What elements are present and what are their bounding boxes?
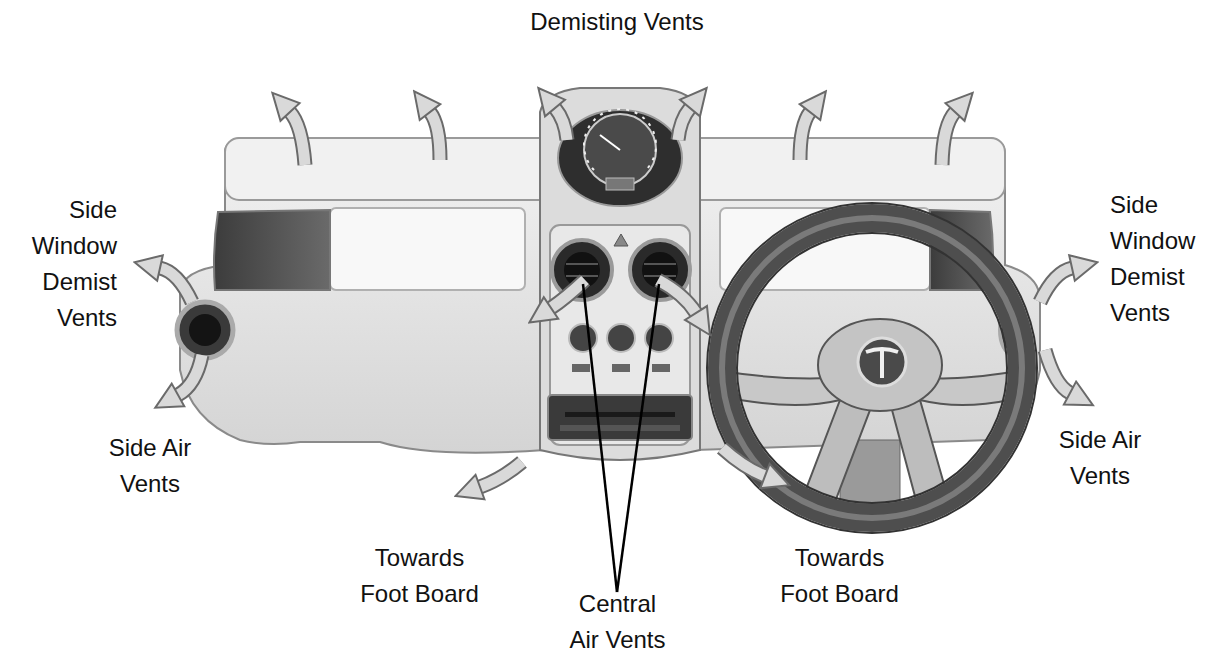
button [612, 364, 630, 372]
steering-wheel-highlight [722, 218, 1022, 518]
side-vent-inner [189, 314, 221, 346]
arrow-outline [290, 112, 305, 165]
gauge-needle [600, 135, 620, 150]
glove-box [214, 210, 330, 290]
vent-slat [566, 275, 598, 277]
arrow-outline [430, 112, 440, 160]
foot-arrow [722, 448, 765, 476]
radio-buttons [560, 425, 680, 431]
hazard-switch [614, 234, 628, 246]
vent-label: Side Window Demist Vents [1110, 187, 1215, 331]
vent-label: Side Window Demist Vents [17, 192, 117, 336]
arrow-outline [551, 280, 585, 308]
vent-label: Central Air Vents [565, 586, 670, 658]
arrow-outline [800, 112, 810, 160]
demist-arrow [290, 112, 305, 165]
wheel-hub [818, 319, 942, 411]
arrow-outline [555, 108, 567, 140]
side-air-arrow [1045, 350, 1070, 393]
steering-wheel-rim [722, 218, 1022, 518]
central-air-arrow [551, 280, 585, 308]
vent-label: Demisting Vents [467, 4, 767, 40]
button [572, 364, 590, 372]
vent-label: Towards Foot Board [357, 540, 482, 612]
vent-label: Side Air Vents [100, 430, 200, 502]
arrow-outline [1045, 350, 1070, 393]
brand-logo [858, 338, 906, 386]
side-demist-arrow [160, 268, 192, 302]
steering-wheel-edge [707, 203, 1037, 533]
arrow-outline [722, 448, 765, 476]
arrow-outline [1040, 268, 1072, 302]
side-air-arrow [178, 355, 202, 395]
center-console [550, 225, 690, 445]
central-air-arrow [658, 280, 696, 313]
demist-arrow [430, 112, 440, 160]
arrow-outline [480, 462, 522, 487]
vent-slat [566, 263, 598, 265]
radio-unit [548, 395, 692, 440]
speedometer [584, 114, 656, 186]
brand-logo-mark [866, 349, 898, 378]
demist-arrow [678, 108, 690, 140]
side-demist-arrow [1040, 268, 1072, 302]
arrow-outline [658, 280, 696, 313]
arrow-outline [178, 355, 202, 395]
dash-recess [330, 208, 525, 290]
leader-line [617, 284, 659, 592]
foot-arrow [480, 462, 522, 487]
arrow-outline [942, 112, 955, 165]
radio-slot [565, 412, 675, 417]
steering-wheel-edge [737, 233, 1007, 503]
demist-arrow [555, 108, 567, 140]
button [652, 364, 670, 372]
gauge-ticks [584, 109, 656, 170]
vent-slat [644, 263, 676, 265]
arrow-outline [678, 108, 690, 140]
leader-line [583, 284, 617, 592]
odometer [606, 178, 634, 190]
airflow-arrows [160, 108, 1072, 487]
demist-arrow [800, 112, 810, 160]
control-knob [607, 324, 635, 352]
side-vent [177, 302, 233, 358]
control-knob [569, 324, 597, 352]
vent-label: Towards Foot Board [777, 540, 902, 612]
center-pod [540, 88, 700, 460]
arrow-outline [160, 268, 192, 302]
demist-arrow [942, 112, 955, 165]
vent-label: Side Air Vents [1050, 422, 1150, 494]
instrument-cluster [558, 110, 682, 206]
